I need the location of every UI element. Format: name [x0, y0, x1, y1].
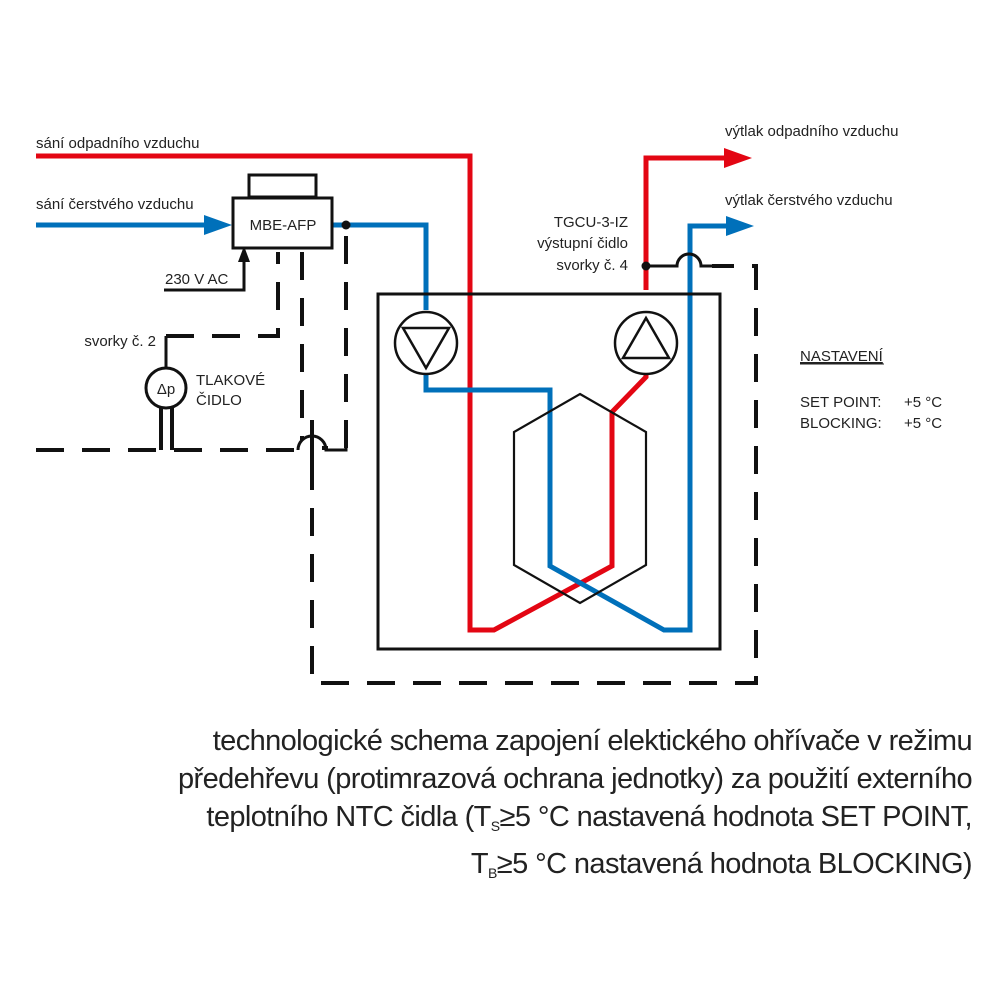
diagram-caption: technologické schema zapojení elektickéh…: [52, 722, 973, 892]
pressure-sensor-circle: [144, 366, 188, 410]
caption-line-4-pre: T: [470, 848, 489, 880]
wire-hop-left: [296, 430, 348, 452]
label-fresh-intake: sání čerstvého vzduchu: [36, 196, 194, 213]
control-wiring: [36, 236, 758, 685]
controller-label: MBE-AFP: [250, 217, 317, 234]
controller-mbe-afp: MBE-AFP: [231, 173, 334, 250]
junction-dot-fresh: [341, 220, 351, 230]
caption-line-3-post: ≥5 °C nastavená hodnota SET POINT,: [499, 801, 973, 833]
power-line: [164, 256, 246, 292]
dashed-loop-outer: [310, 264, 758, 685]
caption-line-4-sub: B: [488, 865, 497, 881]
caption-line-4: TB≥5 °C nastavená hodnota BLOCKING): [52, 845, 973, 892]
label-pressure-sensor-2: ČIDLO: [196, 392, 242, 409]
settings-block: NASTAVENÍ SET POINT: +5 °C BLOCKING: +5 …: [800, 348, 942, 432]
set-point-label: SET POINT:: [800, 394, 881, 411]
label-exhaust-intake: sání odpadního vzduchu: [36, 135, 199, 152]
caption-line-3-sub: S: [490, 818, 500, 834]
caption-line-3-pre: teplotního NTC čidla (T: [206, 801, 491, 833]
junction-dot-sensor: [641, 261, 651, 271]
sensor-wire: [646, 252, 720, 268]
label-sensor-model: TGCU-3-IZ: [554, 214, 628, 231]
blocking-label: BLOCKING:: [800, 415, 882, 432]
blocking-value: +5 °C: [904, 415, 942, 432]
label-pressure-sensor-1: TLAKOVÉ: [196, 372, 265, 389]
caption-line-4-post: ≥5 °C nastavená hodnota BLOCKING): [496, 848, 973, 880]
caption-line-2: předehřevu (protimrazová ochrana jednotk…: [178, 763, 973, 795]
label-terminals-4: svorky č. 4: [556, 257, 628, 274]
set-point-value: +5 °C: [904, 394, 942, 411]
fresh-intake-arrow: [204, 215, 232, 235]
power-arrow: [238, 246, 250, 262]
label-terminals-2: svorky č. 2: [84, 333, 156, 350]
exhaust-air-path: [36, 153, 730, 633]
pressure-sensor: [144, 336, 188, 450]
fresh-outlet-arrow: [726, 216, 754, 236]
label-dp: Δp: [157, 381, 175, 398]
air-handling-unit: [376, 292, 722, 651]
caption-line-3: teplotního NTC čidla (TS≥5 °C nastavená …: [52, 798, 972, 845]
label-exhaust-outlet: výtlak odpadního vzduchu: [725, 123, 898, 140]
dashed-loop-unit: [322, 236, 348, 450]
dashed-wire-pressure-sensor: [166, 252, 280, 338]
heat-exchanger: [512, 392, 648, 605]
settings-heading: NASTAVENÍ: [800, 348, 884, 365]
fresh-air-path: [36, 222, 730, 633]
label-sensor-desc: výstupní čidlo: [537, 235, 628, 252]
label-power: 230 V AC: [165, 271, 229, 288]
exhaust-fan: [613, 310, 679, 376]
exhaust-outlet-arrow: [724, 148, 752, 168]
caption-line-1: technologické schema zapojení elektickéh…: [212, 725, 973, 757]
label-fresh-outlet: výtlak čerstvého vzduchu: [725, 192, 893, 209]
supply-fan: [393, 310, 459, 376]
